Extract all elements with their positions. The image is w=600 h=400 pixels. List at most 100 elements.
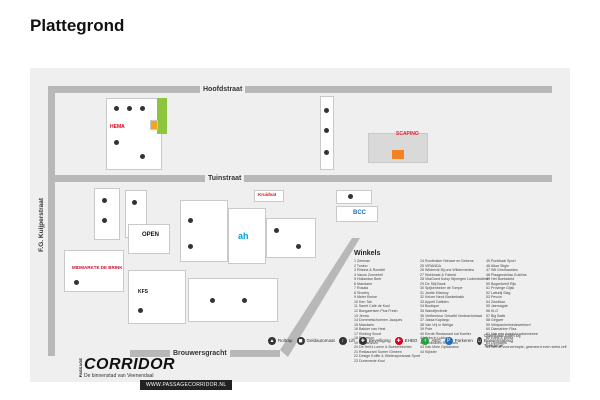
legend-item: 29 De Stijl Bank bbox=[420, 281, 446, 286]
store-orange-badge[interactable] bbox=[392, 150, 404, 159]
legend-item: 3 Rheina & Rondell bbox=[354, 268, 385, 273]
facility-icons: ▲Roltrap ◼Geldautomaat ↕Lift ✚Beveiligin… bbox=[268, 333, 527, 348]
legend-column-1: 1 Zeeman 2 Tonino 3 Rheina & Rondell 4 V… bbox=[354, 259, 420, 364]
store-kfs-logo[interactable]: KFS bbox=[138, 289, 148, 295]
toilet-label: Openbaar toilet bij Boesensabrug Teekame… bbox=[483, 333, 521, 348]
brand-logo: CORRIDOR De binnenstad van Veenendaal bbox=[84, 356, 176, 380]
block-east[interactable] bbox=[336, 190, 372, 204]
legend-item: 35 Wandtjevlinde bbox=[420, 309, 448, 314]
legend-item: 63 Ophraans bbox=[486, 340, 507, 345]
legend-item: 57 Big Batis bbox=[486, 313, 506, 318]
brand-prefix: PASSAGE bbox=[78, 358, 83, 378]
legend-item: 62 Rank & Rinda bbox=[486, 336, 514, 341]
legend-item: 16 Bakker van Hest bbox=[354, 327, 386, 332]
ehbo-label: EHBO bbox=[404, 338, 418, 343]
parkeren-label: Parkeren bbox=[454, 338, 473, 343]
unit-marker[interactable] bbox=[242, 298, 247, 303]
ehbo-legend: ✚EHBO bbox=[394, 336, 418, 345]
legend-item: 55 Jaemagde bbox=[486, 304, 508, 309]
unit-marker[interactable] bbox=[114, 106, 119, 111]
floor-map[interactable]: Hoofdstraat Tuinstraat F.G. Kuijperstraa… bbox=[30, 68, 570, 382]
legend-item: 28 VitaGoed Kotsy Nijmegen Ludendstiebe bbox=[420, 277, 489, 282]
legend-item: 15 Mandarin bbox=[354, 322, 374, 327]
unit-marker[interactable] bbox=[274, 228, 279, 233]
legend-item: 12 Bongaertsen Plus Fresh bbox=[354, 309, 398, 314]
atm-icon: ◼ bbox=[296, 336, 305, 345]
geldautomaat-label: Geldautomaat bbox=[306, 338, 335, 343]
legend-item: 48 Plaagmobilaa Guiclins bbox=[486, 272, 527, 277]
legend-item: 34 Boutique bbox=[420, 304, 440, 309]
legend-title: Winkels bbox=[354, 250, 381, 257]
legend-item: 58 Gegwer bbox=[486, 318, 504, 323]
legend-item: 42 Bindiskom Rikemam bbox=[420, 340, 458, 345]
block-south-mid[interactable] bbox=[188, 278, 278, 322]
security-icon: ✚ bbox=[358, 336, 367, 345]
store-ah-block[interactable] bbox=[228, 208, 266, 264]
geldautomaat-legend: ◼Geldautomaat bbox=[296, 336, 335, 345]
legend-item: 41 Jeka in Lukke bbox=[420, 336, 447, 341]
page-title: Plattegrond bbox=[30, 16, 125, 35]
aed-label: AED bbox=[431, 338, 441, 343]
toilet-icon: ☺ bbox=[476, 336, 482, 345]
legend-item: 22 Design Koffie & Wielersportzaak Sport bbox=[354, 354, 421, 359]
aed-icon: ⚕ bbox=[421, 336, 430, 345]
unit-marker[interactable] bbox=[140, 106, 145, 111]
unit-marker[interactable] bbox=[74, 280, 79, 285]
unit-marker[interactable] bbox=[102, 198, 107, 203]
legend-item: 14 Dommelschoenen Jacques bbox=[354, 318, 403, 323]
unit-marker[interactable] bbox=[138, 308, 143, 313]
store-bcc-block[interactable] bbox=[336, 206, 378, 222]
unit-marker[interactable] bbox=[324, 128, 329, 133]
unit-marker[interactable] bbox=[210, 298, 215, 303]
unit-marker[interactable] bbox=[324, 108, 329, 113]
unit-marker[interactable] bbox=[324, 150, 329, 155]
block-south-west-1[interactable] bbox=[94, 188, 120, 240]
store-scapino-logo[interactable]: SCAPINO bbox=[396, 131, 419, 137]
store-bcc-logo[interactable]: BCC bbox=[353, 210, 366, 216]
legend-item: 36 Verfkentoor Gekalfd Verdeachstraat bbox=[420, 313, 482, 318]
unit-marker[interactable] bbox=[188, 218, 193, 223]
legend-item: 43 Kak Mele Opticieanw bbox=[420, 345, 459, 350]
unit-marker[interactable] bbox=[102, 218, 107, 223]
block-north-east-strip[interactable] bbox=[320, 96, 334, 170]
legend-column-3: 45 Punkbaal Sport 46 Alkar Stigle 47 Wit… bbox=[486, 259, 567, 350]
unit-marker[interactable] bbox=[140, 154, 145, 159]
street-hoofdstraat-label: Hoofdstraat bbox=[200, 85, 246, 94]
legend-item: 13 Jenna bbox=[354, 313, 369, 318]
legend-item: 21 Restaurant Sumer Gimeen bbox=[354, 349, 402, 354]
block-south-lower[interactable] bbox=[128, 270, 186, 324]
store-orange-unit[interactable] bbox=[150, 120, 158, 130]
store-ah-logo[interactable]: ah bbox=[238, 231, 249, 241]
store-kruidvat-logo[interactable]: Kruidvat bbox=[258, 192, 277, 197]
store-midmarkt-logo[interactable]: MIDMARKTE DE BRINK bbox=[72, 265, 123, 270]
legend-item: 11 Sanet Café de Kool bbox=[354, 304, 390, 309]
aed-legend: ⚕AED bbox=[421, 336, 441, 345]
unit-marker[interactable] bbox=[127, 106, 132, 111]
street-tuinstraat bbox=[52, 175, 552, 182]
street-tuinstraat-label: Tuinstraat bbox=[205, 174, 245, 183]
legend-item: 7 Rosala bbox=[354, 286, 369, 291]
store-open-block[interactable] bbox=[128, 224, 170, 254]
unit-marker[interactable] bbox=[188, 244, 193, 249]
street-hoofdstraat bbox=[52, 86, 552, 93]
diagonal-street-shape bbox=[280, 238, 360, 357]
store-bestseller-block[interactable] bbox=[64, 250, 124, 292]
legend-item: 61 Van een doodst Ludoemeeee bbox=[486, 331, 538, 336]
unit-marker[interactable] bbox=[296, 244, 301, 249]
legend-item: 46 Alkar Stigle bbox=[486, 263, 509, 268]
legend-item: 47 Wit Gesthaardes bbox=[486, 268, 518, 273]
unit-marker[interactable] bbox=[132, 200, 137, 205]
website-link[interactable]: WWW.PASSAGECORRIDOR.NL bbox=[140, 380, 233, 390]
legend-item: 20 De Heli's Loeve & Boekenrechter bbox=[354, 345, 412, 350]
store-green[interactable] bbox=[157, 98, 167, 134]
street-kuijperstraat bbox=[48, 86, 55, 356]
elevator-icon: ↕ bbox=[338, 336, 347, 345]
store-open-logo[interactable]: OPEN bbox=[142, 232, 160, 238]
block-center-east[interactable] bbox=[266, 218, 316, 258]
unit-marker[interactable] bbox=[348, 194, 353, 199]
store-hema-logo[interactable]: HEMA bbox=[110, 124, 125, 130]
brand-name: CORRIDOR bbox=[84, 356, 176, 373]
block-south-center[interactable] bbox=[180, 200, 228, 262]
store-kruidvat-block[interactable] bbox=[254, 190, 284, 202]
unit-marker[interactable] bbox=[114, 140, 119, 145]
